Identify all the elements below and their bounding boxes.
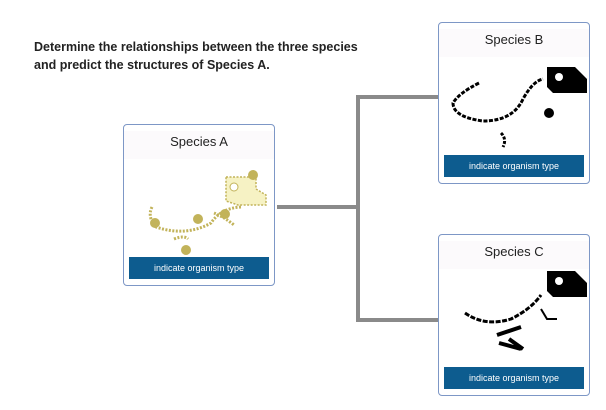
species-c-title: Species C (439, 241, 589, 269)
species-a-type-button[interactable]: indicate organism type (129, 257, 269, 279)
connector-line (356, 95, 438, 99)
connector-line (356, 95, 360, 322)
species-b-type-button[interactable]: indicate organism type (444, 155, 584, 177)
species-c-card: Species C indicate organism type (438, 234, 590, 396)
instructions: Determine the relationships between the … (34, 40, 358, 72)
species-c-type-button[interactable]: indicate organism type (444, 367, 584, 389)
connector-line (356, 318, 438, 322)
species-c-fossil-icon (464, 271, 587, 351)
species-a-card: Species A indicate organism type (123, 124, 275, 286)
species-a-fossil-icon (148, 170, 267, 255)
species-b-title: Species B (439, 29, 589, 57)
connector-line (277, 205, 360, 209)
species-a-title: Species A (124, 131, 274, 159)
species-b-fossil-icon (451, 67, 587, 148)
species-b-card: Species B indicate organism type (438, 22, 590, 184)
